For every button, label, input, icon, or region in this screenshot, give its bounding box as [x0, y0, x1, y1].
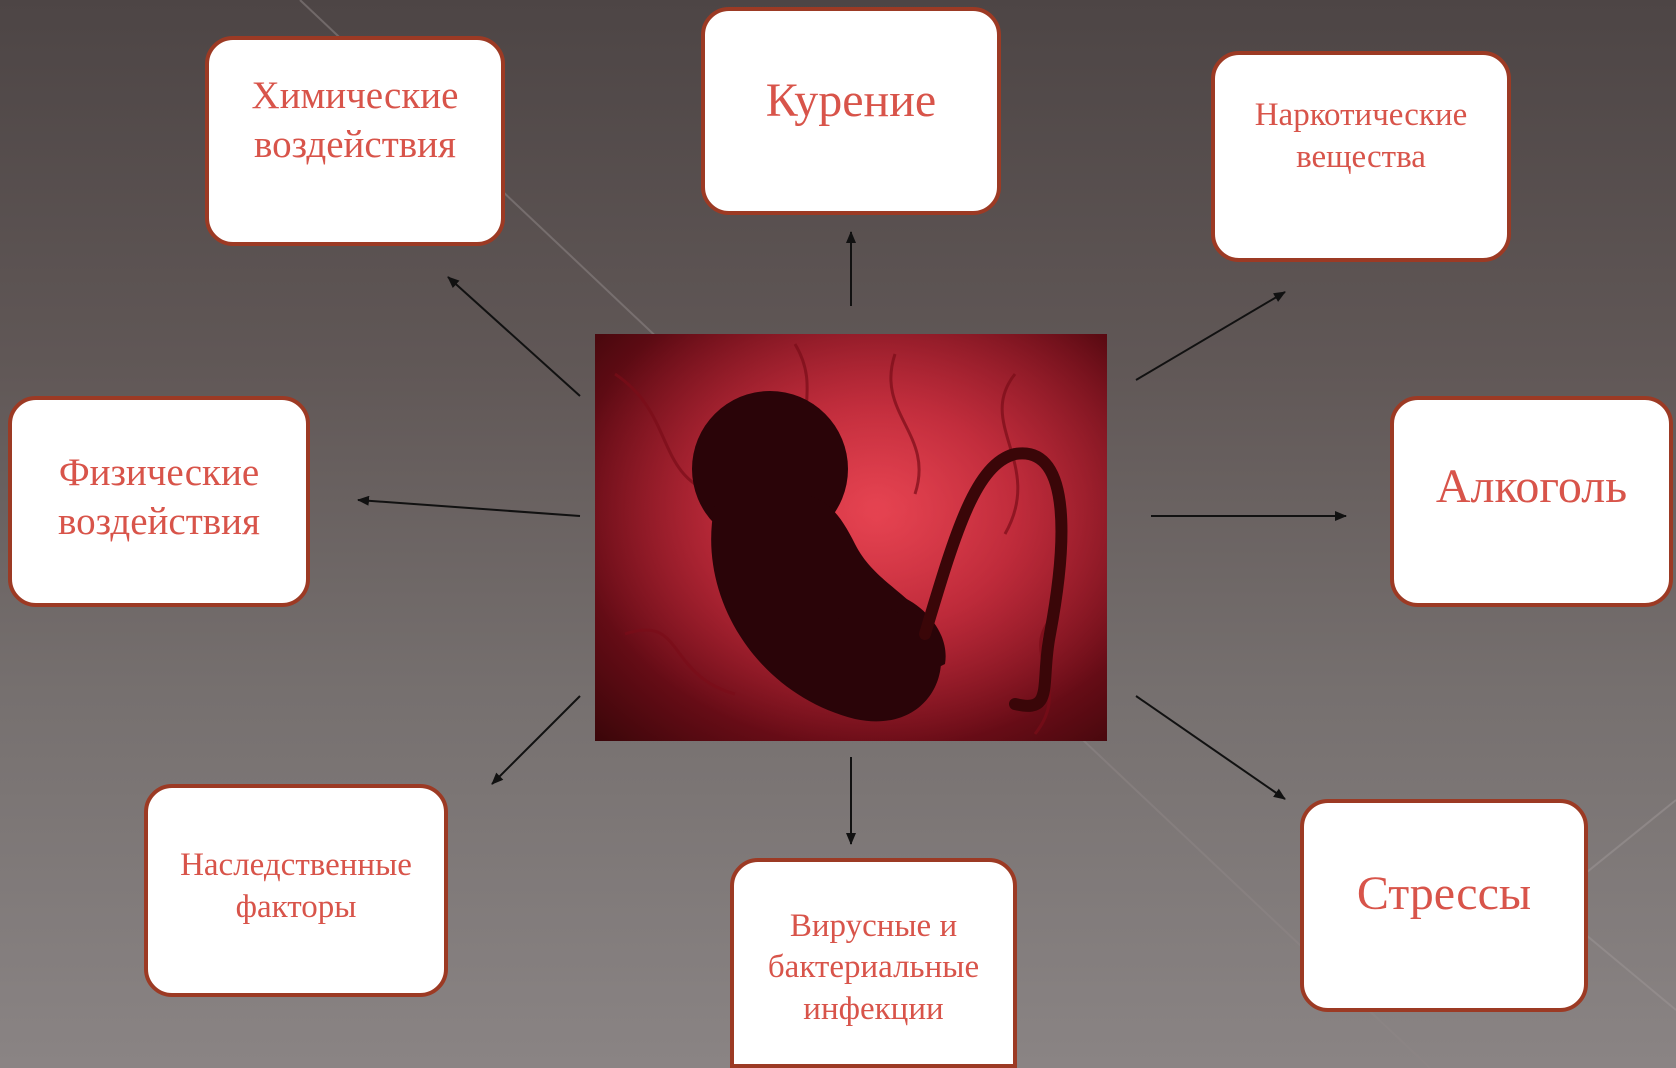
- box-physical: Физические воздействия: [8, 396, 310, 607]
- box-stress: Стрессы: [1300, 799, 1588, 1012]
- box-narcotic: Наркотические вещества: [1211, 51, 1511, 262]
- arrow-to-chemical: [448, 277, 580, 396]
- box-alcohol-label: Алкоголь: [1436, 457, 1627, 517]
- box-stress-label: Стрессы: [1357, 864, 1531, 924]
- arrow-to-stress: [1136, 696, 1285, 799]
- box-narcotic-label: Наркотические вещества: [1255, 95, 1468, 178]
- arrow-to-narcotic: [1136, 292, 1285, 380]
- box-physical-label: Физические воздействия: [58, 449, 260, 547]
- box-infections-label: Вирусные и бактериальные инфекции: [768, 906, 979, 1030]
- box-infections: Вирусные и бактериальные инфекции: [730, 858, 1017, 1068]
- box-smoking: Курение: [701, 7, 1001, 215]
- box-hereditary: Наследственные факторы: [144, 784, 448, 997]
- box-alcohol: Алкоголь: [1390, 396, 1673, 607]
- arrow-to-hereditary: [492, 696, 580, 784]
- box-smoking-label: Курение: [766, 71, 936, 131]
- arrow-to-physical: [358, 500, 580, 516]
- box-hereditary-label: Наследственные факторы: [180, 845, 412, 928]
- box-chemical-label: Химические воздействия: [252, 72, 459, 170]
- box-chemical: Химические воздействия: [205, 36, 505, 246]
